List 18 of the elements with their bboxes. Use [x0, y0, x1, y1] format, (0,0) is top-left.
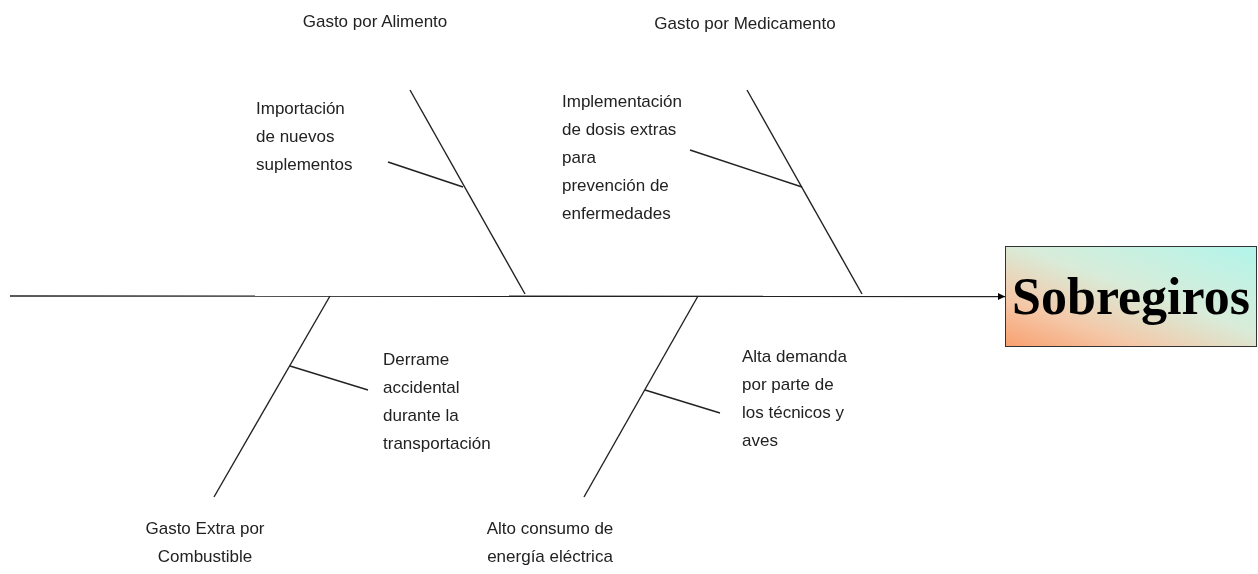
spine-arrow	[9, 293, 1006, 300]
category-label: Alto consumo de energía eléctrica	[460, 515, 640, 571]
bone-line	[387, 161, 464, 188]
bone-line	[583, 295, 699, 498]
cause-text: Implementación de dosis extras para prevención de enfermedades	[562, 88, 679, 228]
category-label: Gasto por Medicamento	[625, 10, 865, 38]
cause-text: Derrame accidental durante la transportación	[383, 346, 495, 458]
cause-text: Alta demanda por parte de los técnicos y aves	[742, 343, 852, 455]
bone-line	[213, 295, 331, 498]
bone-line	[689, 149, 803, 188]
category-label: Gasto por Alimento	[270, 8, 480, 36]
bone-line	[746, 89, 863, 295]
category-label: Gasto Extra por Combustible	[130, 515, 280, 571]
bone-line	[289, 365, 369, 391]
cause-text: Importación de nuevos suplementos	[256, 95, 364, 179]
bone-line	[409, 89, 526, 295]
bone-line	[644, 389, 721, 414]
effect-box: Sobregiros	[1005, 246, 1257, 347]
